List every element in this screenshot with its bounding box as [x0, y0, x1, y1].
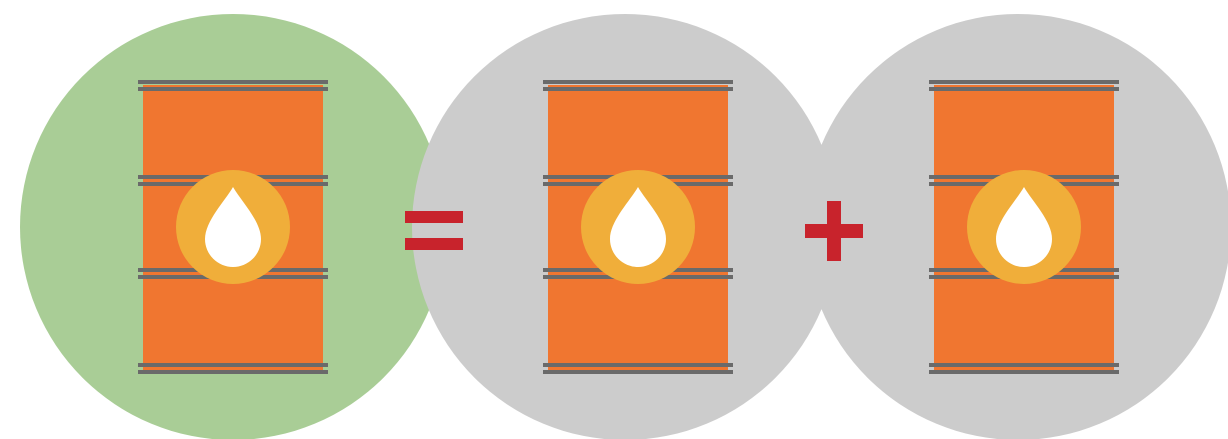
barrel-band — [929, 80, 1119, 84]
oil-barrel-left-icon — [138, 80, 328, 374]
barrel-band — [543, 363, 733, 367]
equals-bar-bottom — [405, 238, 463, 250]
barrel-band — [138, 363, 328, 367]
barrel-band — [543, 87, 733, 91]
equals-bar-top — [405, 211, 463, 223]
barrel-band — [543, 370, 733, 374]
plus-bar-vertical — [827, 201, 841, 261]
barrel-band — [929, 87, 1119, 91]
oil-barrel-right-icon — [929, 80, 1119, 374]
barrel-band — [138, 87, 328, 91]
barrel-band — [929, 363, 1119, 367]
barrel-band — [543, 80, 733, 84]
barrel-band — [929, 370, 1119, 374]
barrel-band — [138, 80, 328, 84]
barrel-band — [138, 370, 328, 374]
oil-barrel-middle-icon — [543, 80, 733, 374]
